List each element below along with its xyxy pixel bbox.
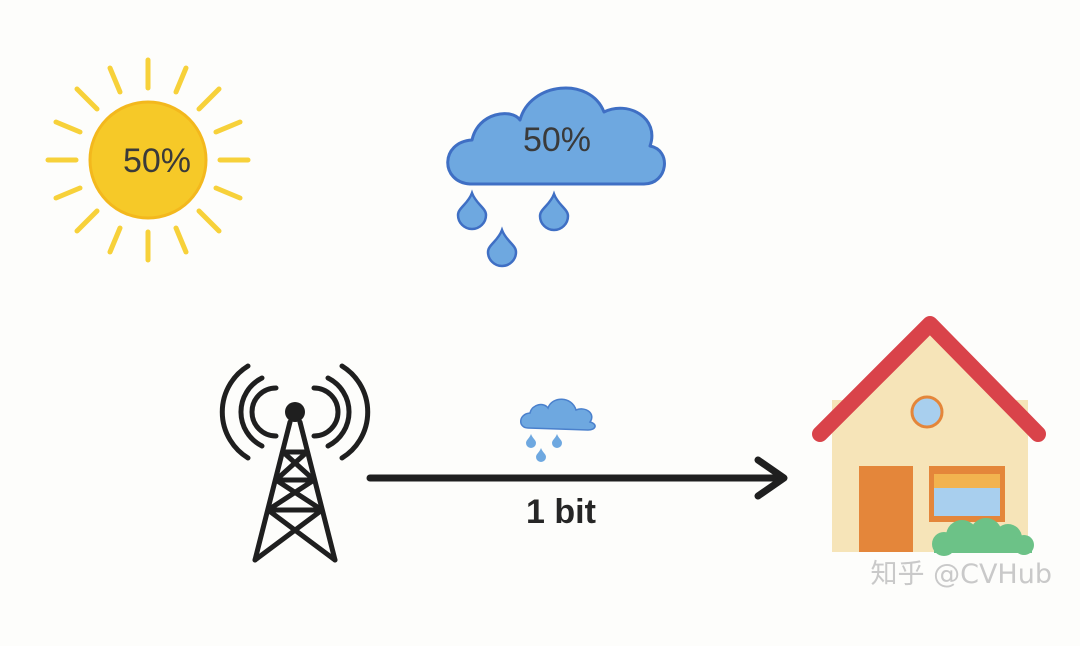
rain-cloud-icon: 50% — [446, 86, 666, 268]
sun-probability-label: 50% — [123, 142, 191, 180]
rain-probability-label: 50% — [523, 121, 591, 159]
house-window — [929, 466, 1005, 522]
sun-rays — [45, 57, 251, 263]
signal-waves — [219, 363, 371, 461]
raindrop — [486, 226, 518, 268]
house-round-window — [910, 395, 944, 429]
raindrop — [456, 189, 488, 231]
raindrop — [526, 434, 536, 448]
cloud-shape — [446, 86, 666, 186]
house-bush — [932, 518, 1034, 556]
watermark: 知乎 @CVHub — [871, 559, 1052, 590]
small-rain-cloud-icon — [520, 398, 596, 462]
raindrop — [538, 190, 570, 232]
house-door — [859, 466, 913, 552]
arrow-right-icon — [366, 456, 788, 500]
house-gable — [832, 326, 1028, 412]
house-roof — [812, 316, 1046, 442]
antenna-tip — [285, 402, 305, 422]
sun-disc — [90, 102, 206, 218]
transmission-label: 1 bit — [526, 493, 596, 531]
house-icon — [812, 316, 1046, 556]
raindrop — [536, 448, 546, 462]
sun-icon: 50% — [45, 57, 251, 263]
raindrop — [552, 434, 562, 448]
raindrops — [456, 189, 570, 268]
radio-tower-icon — [219, 363, 371, 563]
